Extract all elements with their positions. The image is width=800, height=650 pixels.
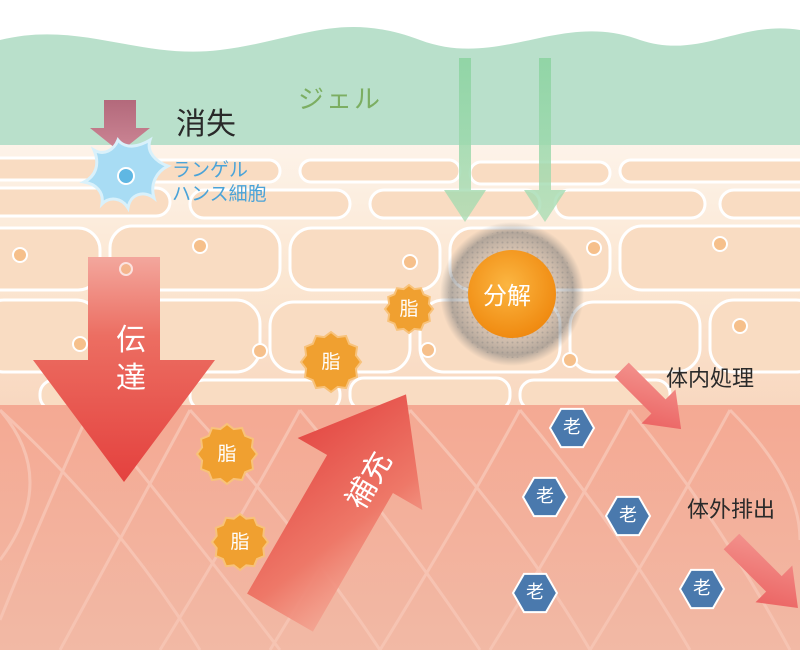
langerhans-label-line2: ハンス細胞: [172, 183, 267, 205]
fat-marker-shape-1: [383, 283, 435, 335]
gel-label: ジェル: [298, 85, 383, 115]
aged-marker-label-5: 老: [693, 578, 711, 599]
vanish-arrow: [90, 100, 150, 152]
gel-layer: [0, 27, 800, 150]
aged-marker-shape-5: [678, 568, 726, 610]
replenish-arrow: [247, 394, 423, 632]
langerhans-cell: [79, 136, 172, 213]
cell-nuclei: [12, 236, 748, 368]
fat-marker-label-2: 脂: [321, 351, 341, 373]
decompose-burst: [440, 222, 584, 366]
aged-marker-shape-1: [548, 407, 596, 449]
gel-penetration-arrow-right: [524, 58, 566, 222]
fat-marker-shape-4: [210, 512, 270, 572]
decompose-label: 分解: [483, 282, 531, 310]
transmit-label: 伝 達: [111, 322, 151, 398]
fat-markers: [195, 283, 435, 572]
aged-marker-shape-4: [511, 572, 559, 614]
internal-processing-arrow: [614, 362, 682, 430]
transmit-arrow-node: [119, 262, 133, 276]
fat-marker-shape-3: [195, 422, 259, 486]
fat-marker-label-4: 脂: [230, 531, 250, 553]
excretion-arrow: [723, 533, 798, 608]
transmit-label-char1: 伝: [116, 323, 146, 358]
aged-marker-label-3: 老: [619, 505, 637, 526]
vanish-label: 消失: [176, 107, 236, 142]
aged-marker-label-1: 老: [563, 417, 581, 438]
transmit-label-char2: 達: [116, 361, 146, 396]
aged-marker-label-4: 老: [526, 582, 544, 603]
fat-marker-label-3: 脂: [217, 443, 237, 465]
langerhans-cell-label: ランゲル ハンス細胞: [172, 158, 267, 206]
transmit-arrow: [33, 257, 215, 482]
aged-marker-label-2: 老: [536, 486, 554, 507]
excretion-label: 体外排出: [687, 498, 776, 523]
gel-penetration-arrow-left: [444, 58, 486, 222]
aged-marker-shape-3: [604, 495, 652, 537]
aged-marker-shape-2: [521, 476, 569, 518]
aged-markers: [511, 407, 726, 614]
fat-marker-shape-2: [299, 330, 363, 394]
langerhans-label-line1: ランゲル: [172, 159, 249, 181]
internal-processing-label: 体内処理: [666, 367, 755, 392]
fat-marker-label-1: 脂: [399, 298, 419, 320]
